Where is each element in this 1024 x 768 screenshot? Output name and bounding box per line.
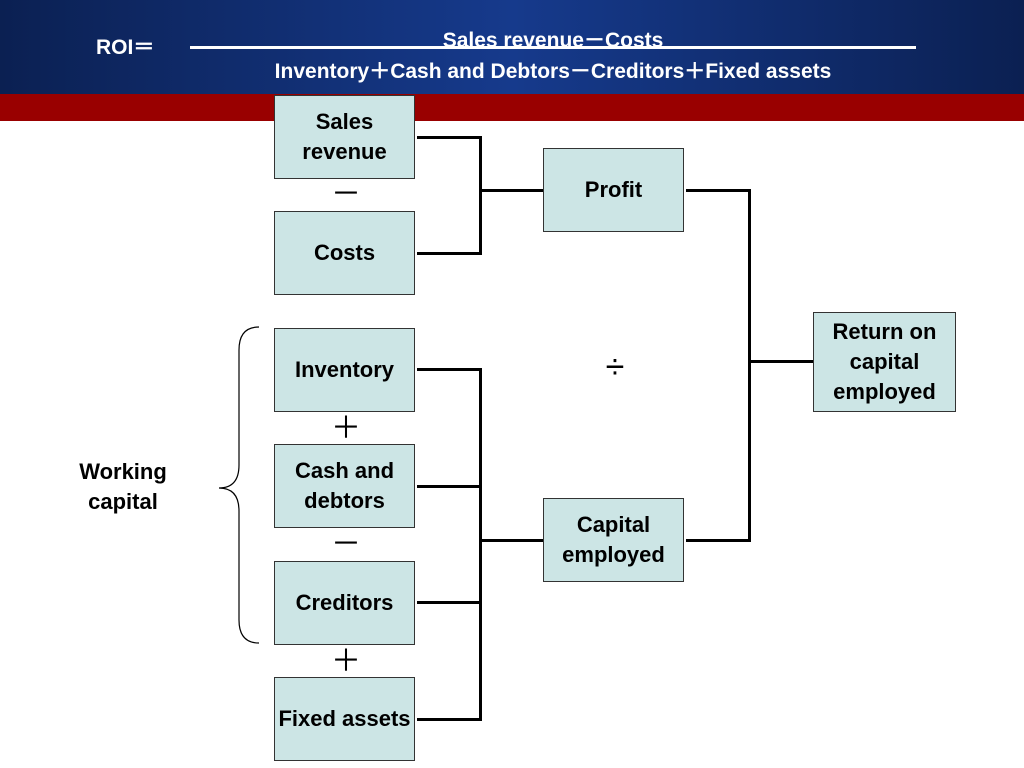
- connector-creditors: [417, 601, 481, 604]
- connector-to-profit: [479, 189, 544, 192]
- costs-box: Costs: [274, 211, 415, 295]
- creditors-box: Creditors: [274, 561, 415, 645]
- formula-numerator: Sales revenue－Costs: [442, 29, 664, 52]
- connector-cash: [417, 485, 481, 488]
- inventory-box: Inventory: [274, 328, 415, 412]
- connector-to-roce: [748, 360, 813, 363]
- minus-operator: －: [331, 528, 361, 561]
- divide-operator: ÷: [605, 348, 625, 386]
- fixed-assets-box: Fixed assets: [274, 677, 415, 761]
- capital-employed-box: Capital employed: [543, 498, 684, 582]
- connector-profit-vertical: [479, 136, 482, 255]
- connector-to-capital: [479, 539, 544, 542]
- profit-box: Profit: [543, 148, 684, 232]
- connector-capital-out: [686, 539, 750, 542]
- plus-operator: ＋: [331, 645, 361, 678]
- cash-debtors-box: Cash and debtors: [274, 444, 415, 528]
- roce-box: Return on capital employed: [813, 312, 956, 412]
- formula-fraction-line: [190, 46, 916, 49]
- formula-denominator: Inventory＋Cash and Debtors－Creditors＋Fix…: [274, 60, 832, 83]
- formula-label: ROI＝: [96, 36, 155, 59]
- connector-profit-out: [686, 189, 750, 192]
- working-capital-brace: [218, 326, 260, 644]
- connector-roce-vertical: [748, 189, 751, 542]
- plus-operator: ＋: [331, 412, 361, 445]
- connector-fixed: [417, 718, 481, 721]
- connector-sales: [417, 136, 481, 139]
- accent-band: [0, 94, 1024, 121]
- minus-operator: －: [331, 178, 361, 211]
- connector-capital-vertical: [479, 368, 482, 721]
- sales-revenue-box: Sales revenue: [274, 95, 415, 179]
- connector-inventory: [417, 368, 481, 371]
- working-capital-label: Working capital: [79, 459, 167, 514]
- connector-costs: [417, 252, 481, 255]
